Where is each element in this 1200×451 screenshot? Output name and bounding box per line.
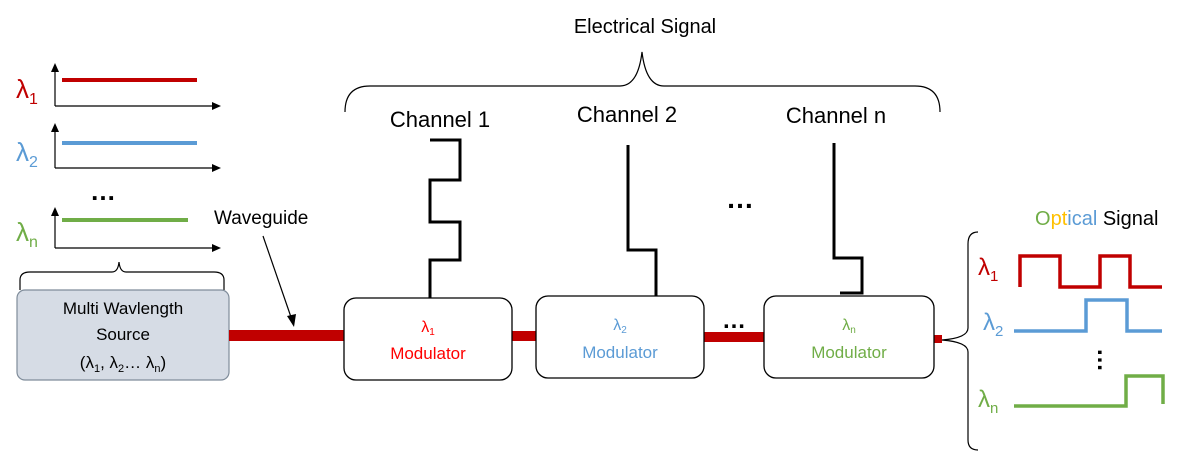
source-brace bbox=[19, 261, 225, 290]
source-plot-lambda-1: λ1 bbox=[16, 63, 221, 110]
source-box-line-3: (λ1, λ2… λn) bbox=[80, 353, 166, 375]
channel-label-2: Channel 2 bbox=[577, 102, 677, 127]
source-label-lambda-n: λn bbox=[16, 217, 38, 251]
optical-ellipsis: … bbox=[1092, 348, 1119, 372]
channel-ellipsis: … bbox=[726, 183, 754, 214]
modulator-lambda-2: λ2 bbox=[613, 317, 627, 336]
waveguide-segment-2 bbox=[704, 332, 764, 342]
source-ellipsis: … bbox=[90, 176, 116, 206]
waveguide-label: Waveguide bbox=[214, 208, 308, 229]
electrical-waveform-channel-n bbox=[832, 143, 864, 295]
channel-label-n: Channel n bbox=[786, 103, 886, 128]
modulator-lambda-n: λn bbox=[842, 317, 856, 336]
source-plot-lambda-2: λ2 bbox=[16, 123, 221, 172]
waveguide-segment-0 bbox=[229, 330, 344, 341]
modulator-label-1: Modulator bbox=[390, 344, 466, 363]
optical-label-lambda-2: λ2 bbox=[983, 309, 1003, 340]
source-box-line-2: Source bbox=[96, 325, 150, 344]
modulator-box-2 bbox=[535, 295, 705, 379]
optical-label-lambda-1: λ1 bbox=[978, 254, 998, 285]
source-plot-lambda-n: λn bbox=[16, 207, 221, 252]
electrical-signal-title: Electrical Signal bbox=[574, 16, 716, 38]
optical-signal-lambda-1 bbox=[1018, 254, 1162, 289]
waveguide-segment-3 bbox=[934, 335, 942, 343]
optical-signal-lambda-2 bbox=[1014, 298, 1162, 333]
modulator-box-1 bbox=[343, 297, 513, 381]
optical-label-lambda-n: λn bbox=[978, 386, 998, 417]
modulator-label-2: Modulator bbox=[582, 343, 658, 362]
electrical-waveform-channel-2 bbox=[626, 145, 658, 297]
source-box-line-1: Multi Wavlength bbox=[63, 299, 183, 318]
optical-signal-title: Optical Signal bbox=[1035, 208, 1158, 230]
optical-signal-lambda-n bbox=[1014, 374, 1165, 408]
waveguide-arrow bbox=[262, 235, 293, 321]
electrical-waveform-channel-1 bbox=[428, 138, 462, 298]
modulator-box-n bbox=[763, 295, 935, 379]
waveguide-arrowhead bbox=[287, 314, 296, 327]
modulator-ellipsis: … bbox=[722, 307, 746, 334]
modulator-label-n: Modulator bbox=[811, 343, 887, 362]
channel-label-1: Channel 1 bbox=[390, 107, 490, 132]
electrical-signal-brace bbox=[344, 51, 941, 113]
source-label-lambda-2: λ2 bbox=[16, 137, 38, 171]
source-label-lambda-1: λ1 bbox=[16, 74, 38, 108]
optical-brace bbox=[941, 231, 979, 451]
source-input-plots: λ1 λ2 … λn bbox=[16, 63, 221, 252]
waveguide-segment-1 bbox=[512, 331, 536, 341]
modulator-lambda-1: λ1 bbox=[421, 319, 435, 338]
